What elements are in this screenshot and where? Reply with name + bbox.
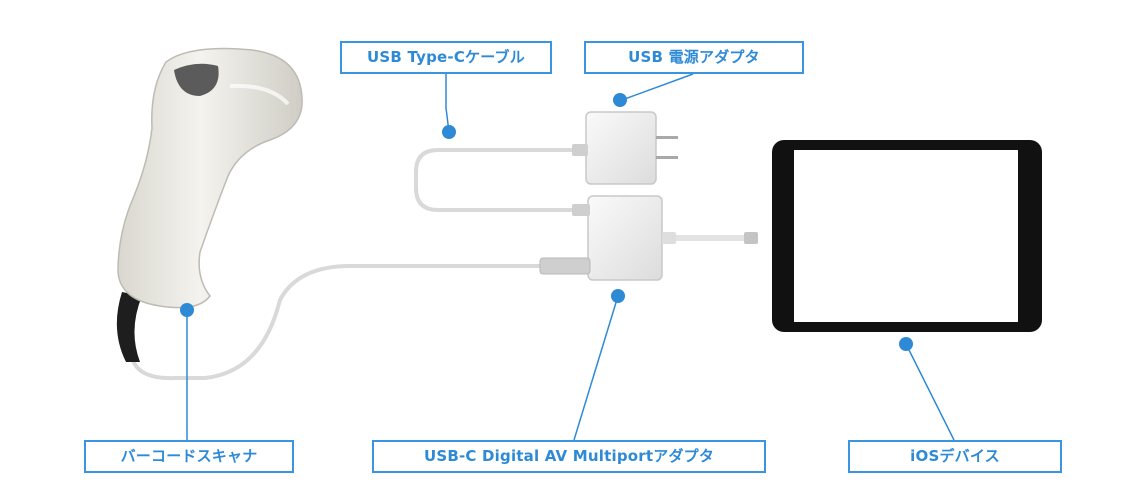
scanner-cord-strain xyxy=(116,292,142,362)
cables xyxy=(129,148,752,381)
usb-c-cable xyxy=(414,148,572,212)
scanner-body xyxy=(117,47,303,309)
label-usb-c-cable: USB Type-Cケーブル xyxy=(340,41,552,74)
scanner-grip-highlight xyxy=(229,83,290,106)
label-ios-device: iOSデバイス xyxy=(848,440,1062,473)
dot-power-adapter xyxy=(613,93,627,107)
label-usb-power-adapter: USB 電源アダプタ xyxy=(584,41,804,74)
scanner-window xyxy=(174,63,219,96)
leader-usb-c-cable xyxy=(445,74,450,133)
callout-dots xyxy=(180,93,913,351)
leader-power-adapter xyxy=(621,73,694,101)
dot-usb-c-cable xyxy=(442,125,456,139)
ios-device-tablet xyxy=(772,140,1042,332)
usb-power-adapter-device xyxy=(572,111,678,185)
scanner-cable xyxy=(129,264,540,381)
label-multiport-adapter: USB-C Digital AV Multiportアダプタ xyxy=(372,440,766,473)
leader-ios-device xyxy=(905,343,955,441)
dot-ios-device xyxy=(899,337,913,351)
leader-multiport xyxy=(573,295,619,441)
multiport-adapter-device xyxy=(539,195,758,281)
dot-scanner xyxy=(180,303,194,317)
barcode-scanner-device xyxy=(116,47,303,362)
label-barcode-scanner: バーコードスキャナ xyxy=(84,440,294,473)
leader-lines xyxy=(186,73,955,441)
dot-multiport xyxy=(611,289,625,303)
